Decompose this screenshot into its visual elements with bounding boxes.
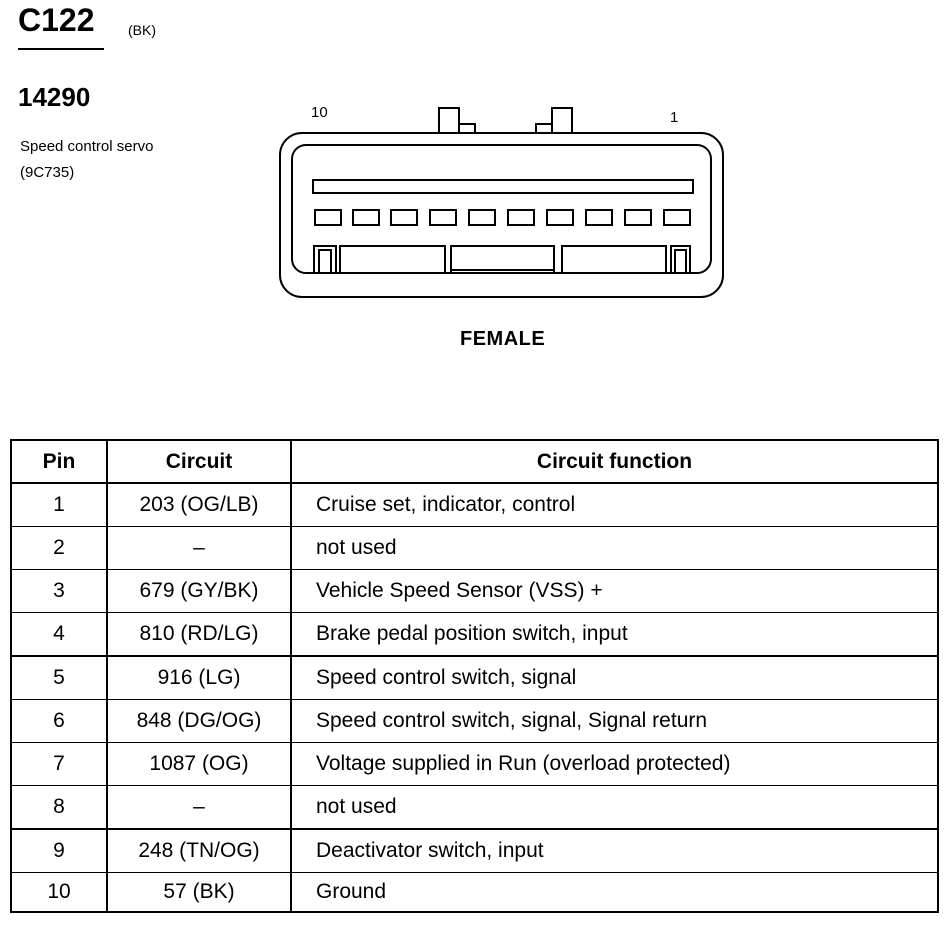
- connector-color: (BK): [128, 22, 156, 38]
- cell-circuit: –: [106, 785, 292, 830]
- cell-pin: 3: [10, 569, 108, 613]
- cell-pin: 8: [10, 785, 108, 830]
- connector-gender-label: FEMALE: [460, 328, 546, 350]
- cell-circuit: 679 (GY/BK): [106, 569, 292, 613]
- cell-function: Ground: [290, 872, 939, 913]
- cell-circuit: 203 (OG/LB): [106, 483, 292, 527]
- header-circuit-function: Circuit function: [290, 439, 939, 484]
- cell-function: Vehicle Speed Sensor (VSS) +: [290, 569, 939, 613]
- pin-label-right: 1: [670, 109, 679, 126]
- connector-face-drawing: [279, 107, 724, 298]
- cell-circuit: 57 (BK): [106, 872, 292, 913]
- cell-pin: 6: [10, 699, 108, 743]
- cell-circuit: 1087 (OG): [106, 742, 292, 786]
- cavity-4: [546, 209, 574, 226]
- cell-circuit: –: [106, 526, 292, 570]
- cell-pin: 5: [10, 656, 108, 700]
- table-row: 10 57 (BK) Ground: [10, 872, 939, 913]
- cell-pin: 9: [10, 829, 108, 873]
- table-row: 3 679 (GY/BK) Vehicle Speed Sensor (VSS)…: [10, 569, 939, 613]
- cell-pin: 7: [10, 742, 108, 786]
- table-row: 4 810 (RD/LG) Brake pedal position switc…: [10, 612, 939, 657]
- cavity-6: [468, 209, 496, 226]
- pinout-table: Pin Circuit Circuit function 1 203 (OG/L…: [10, 439, 939, 913]
- pin-cavities: [314, 209, 691, 226]
- cavity-2: [624, 209, 652, 226]
- cell-circuit: 916 (LG): [106, 656, 292, 700]
- cavity-3: [585, 209, 613, 226]
- part-number: 14290: [18, 82, 91, 112]
- table-row: 9 248 (TN/OG) Deactivator switch, input: [10, 829, 939, 873]
- cell-circuit: 848 (DG/OG): [106, 699, 292, 743]
- cavity-9: [352, 209, 380, 226]
- table-row: 5 916 (LG) Speed control switch, signal: [10, 656, 939, 700]
- table-row: 6 848 (DG/OG) Speed control switch, sign…: [10, 699, 939, 743]
- cell-circuit: 248 (TN/OG): [106, 829, 292, 873]
- header-circuit: Circuit: [106, 439, 292, 484]
- component-code: (9C735): [20, 164, 75, 181]
- header-pin: Pin: [10, 439, 108, 484]
- housing-outer: [279, 132, 724, 298]
- component-name: Speed control servo: [20, 138, 154, 155]
- cell-function: Speed control switch, signal: [290, 656, 939, 700]
- cell-pin: 2: [10, 526, 108, 570]
- cell-function: Cruise set, indicator, control: [290, 483, 939, 527]
- top-slot: [312, 179, 694, 194]
- table-row: 1 203 (OG/LB) Cruise set, indicator, con…: [10, 483, 939, 527]
- cavity-8: [390, 209, 418, 226]
- table-row: 2 – not used: [10, 526, 939, 570]
- table-row: 7 1087 (OG) Voltage supplied in Run (ove…: [10, 742, 939, 786]
- pin-label-left: 10: [311, 104, 328, 121]
- cell-pin: 4: [10, 612, 108, 657]
- cavity-7: [429, 209, 457, 226]
- cell-function: Voltage supplied in Run (overload protec…: [290, 742, 939, 786]
- cell-pin: 1: [10, 483, 108, 527]
- connector-id-underline: [18, 48, 104, 50]
- table-row: 8 – not used: [10, 785, 939, 830]
- bottom-keyways: [313, 245, 691, 273]
- cell-circuit: 810 (RD/LG): [106, 612, 292, 657]
- cell-function: Speed control switch, signal, Signal ret…: [290, 699, 939, 743]
- housing-inner: [291, 144, 712, 274]
- cavity-10: [314, 209, 342, 226]
- cell-function: not used: [290, 526, 939, 570]
- cell-function: not used: [290, 785, 939, 830]
- cell-pin: 10: [10, 872, 108, 913]
- cell-function: Brake pedal position switch, input: [290, 612, 939, 657]
- table-header-row: Pin Circuit Circuit function: [10, 439, 939, 484]
- cell-function: Deactivator switch, input: [290, 829, 939, 873]
- cavity-1: [663, 209, 691, 226]
- cavity-5: [507, 209, 535, 226]
- connector-id: C122: [18, 2, 95, 38]
